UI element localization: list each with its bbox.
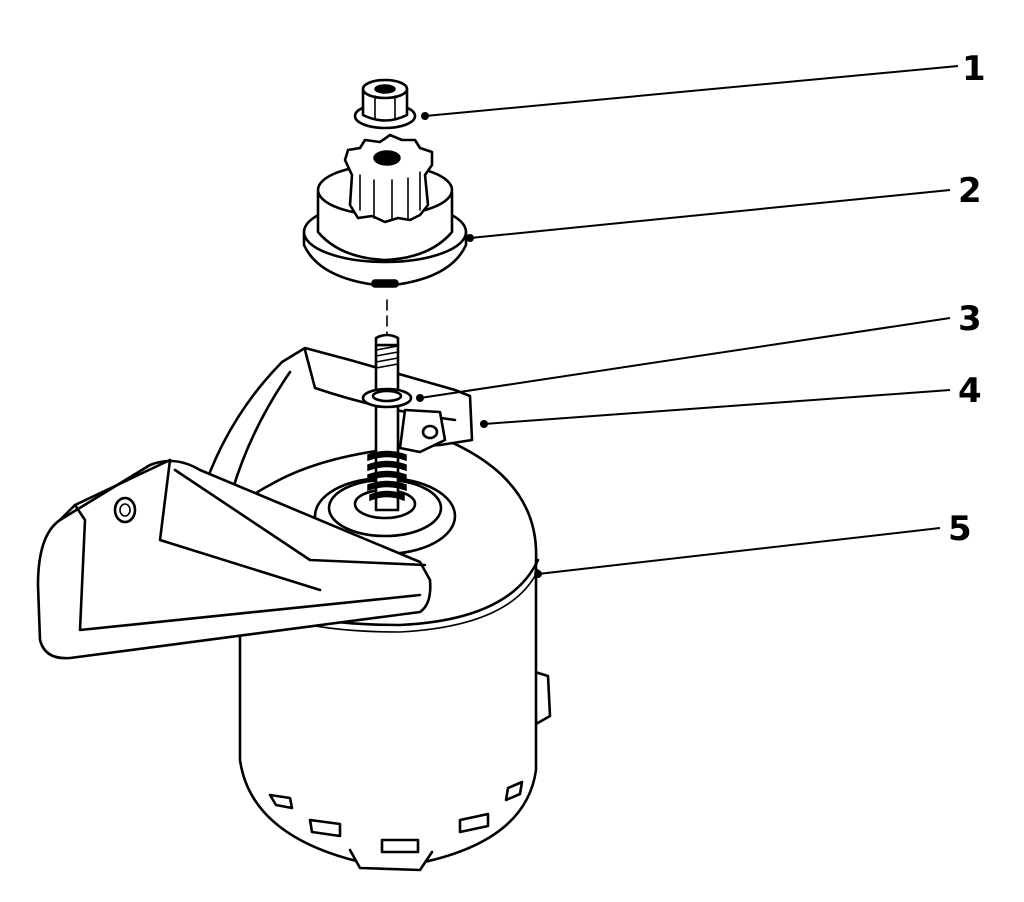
callout-5: 5 [948,509,972,549]
leader-line-3 [419,317,951,399]
leader-line-1 [424,65,959,117]
leader-dot-2 [466,234,474,242]
leader-line-2 [469,189,951,239]
leader-line-4 [483,389,951,425]
leader-lines [416,65,959,578]
leader-dot-4 [480,420,488,428]
callout-4: 4 [958,371,982,411]
callout-1: 1 [962,49,986,89]
part-drive-pinion-gear [302,133,468,288]
leader-dot-3 [416,394,424,402]
part-spring-and-shaft [367,333,407,512]
leader-dot-1 [421,112,429,120]
leader-dot-5 [534,570,542,578]
leader-line-5 [537,527,941,575]
part-washer [361,387,413,409]
callout-2: 2 [958,171,982,211]
part-nut [353,78,417,130]
vent-slots [268,780,524,854]
callout-3: 3 [958,299,982,339]
